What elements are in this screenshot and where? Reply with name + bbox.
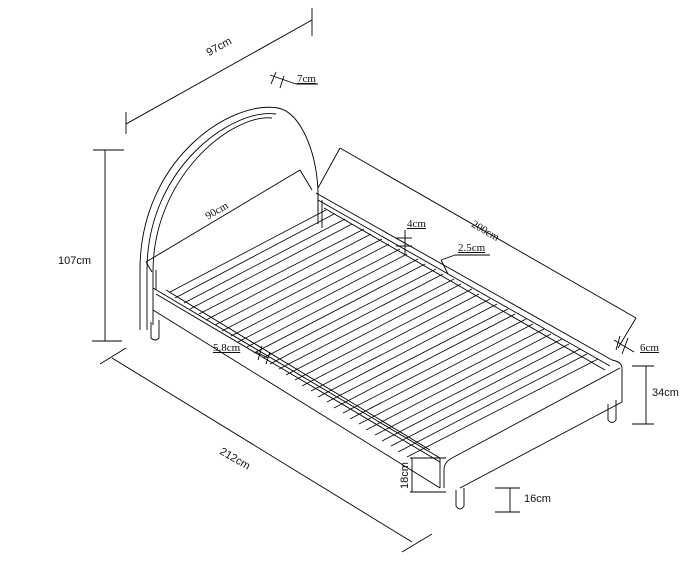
- dim-line-97: [125, 19, 313, 125]
- headboard-arch: [139, 106, 319, 330]
- label-side-rail-gap: 2.5cm: [458, 242, 486, 254]
- label-frame-side-width: 6cm: [640, 342, 659, 354]
- label-headboard-thickness: 7cm: [297, 73, 316, 85]
- leg-front-left: [150, 320, 160, 341]
- label-leg-height: 16cm: [524, 493, 551, 505]
- label-base-height: 34cm: [652, 387, 679, 399]
- label-overall-height: 107cm: [58, 255, 92, 267]
- label-slat-spacing: 5.8cm: [213, 342, 241, 354]
- label-slat-thickness: 4cm: [407, 218, 426, 230]
- leg-back-right: [607, 400, 617, 423]
- leg-front-right: [455, 488, 465, 510]
- slats: [169, 209, 599, 458]
- label-rail-height: 18cm: [398, 462, 411, 489]
